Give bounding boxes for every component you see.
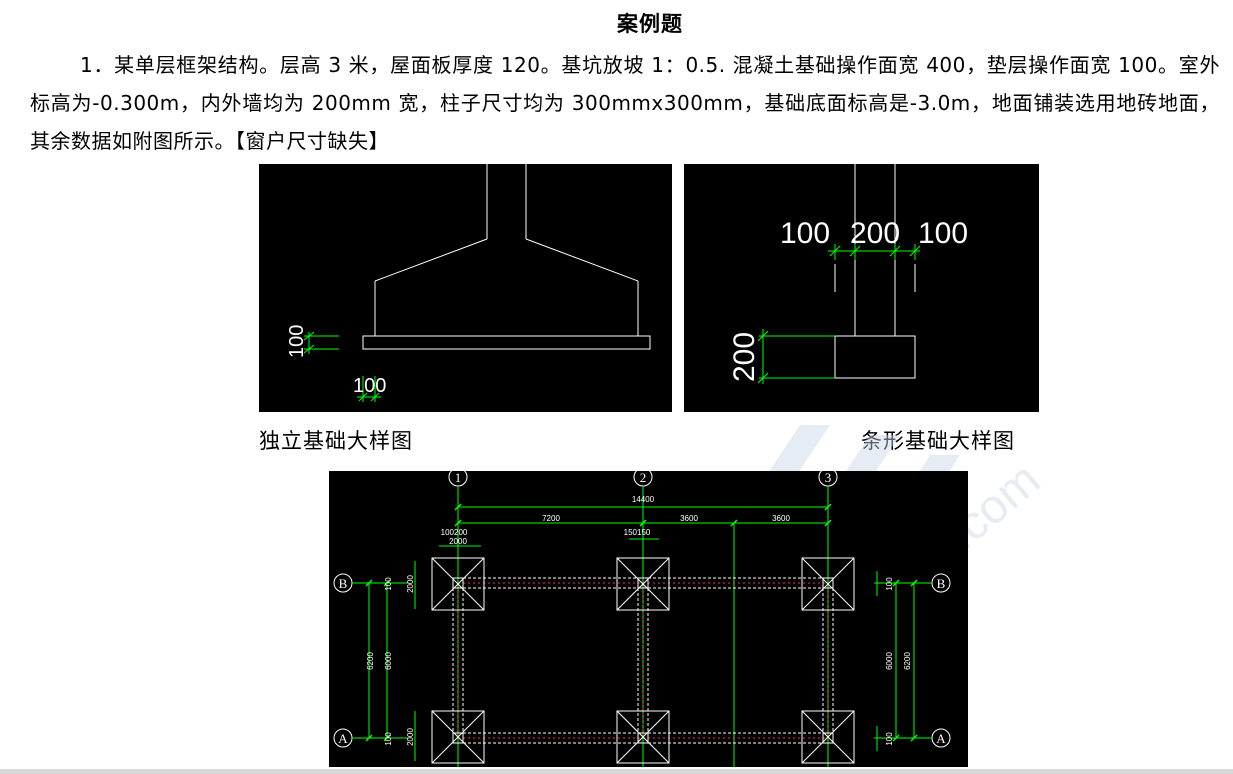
dim-left-6200: 6200 (366, 652, 375, 670)
dim-right-6000: 6000 (885, 652, 894, 670)
page-title: 案例题 (617, 12, 683, 36)
dim-right-100-bottom: 100 (885, 732, 894, 746)
axis-label-2: 2 (640, 471, 647, 485)
dim-left-2000-top: 2000 (406, 575, 415, 593)
axis-label-a-left: A (338, 731, 348, 746)
isolated-footing-caption: 独立基础大样图 (259, 429, 413, 453)
dim-total: 14400 (632, 495, 655, 504)
axis-label-1: 1 (455, 471, 462, 485)
dim-right-100-top: 100 (885, 577, 894, 591)
dim-small-top-mid: 150150 (624, 528, 651, 537)
strip-footing-caption: 条形基础大样图 (861, 429, 1015, 453)
strip-footing-drawing: 100 200 100 200 (684, 164, 1039, 412)
dim-span-3: 3600 (772, 514, 790, 523)
axis-label-a-right: A (936, 731, 946, 746)
dim-span-2: 3600 (680, 514, 698, 523)
bottom-scrollbar[interactable] (0, 769, 1233, 774)
isolated-dim-vertical: 100 (286, 325, 308, 358)
strip-dim-top-3: 100 (918, 217, 968, 250)
dim-left-100-top: 100 (384, 577, 393, 591)
strip-dim-top-1: 100 (780, 217, 830, 250)
axis-label-b-right: B (937, 576, 946, 591)
axis-label-3: 3 (825, 471, 832, 485)
paragraph-text: 1．某单层框架结构。层高 3 米，屋面板厚度 120。基坑放坡 1：0.5. 混… (30, 53, 1220, 153)
axis-label-b-left: B (339, 576, 348, 591)
dim-left-2000-bottom: 2000 (406, 728, 415, 746)
isolated-dim-horizontal: 100 (353, 375, 386, 397)
problem-paragraph: 1．某单层框架结构。层高 3 米，屋面板厚度 120。基坑放坡 1：0.5. 混… (30, 46, 1220, 160)
dim-right-6200: 6200 (903, 652, 912, 670)
dim-small-top-left-2: 2000 (449, 537, 467, 546)
dim-left-6000: 6000 (384, 652, 393, 670)
strip-dim-left: 200 (728, 332, 761, 382)
dim-left-100-bottom: 100 (384, 732, 393, 746)
dim-span-1: 7200 (542, 514, 560, 523)
dim-small-top-left: 100200 (441, 528, 468, 537)
isolated-footing-drawing: 100 100 (259, 164, 672, 412)
strip-dim-top-2: 200 (850, 217, 900, 250)
floor-plan-drawing: 1 2 3 B A B A 14400 7200 3600 3600 10020… (329, 471, 968, 767)
